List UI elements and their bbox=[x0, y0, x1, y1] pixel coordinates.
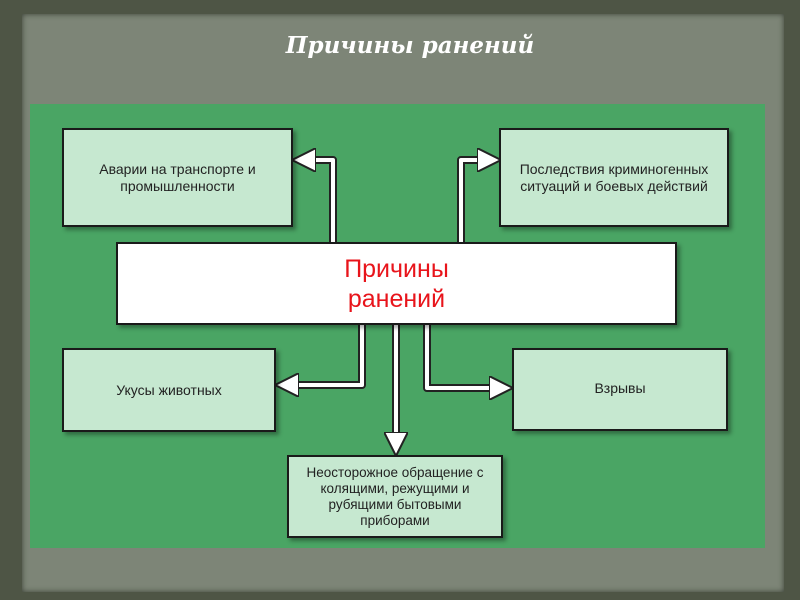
box-household-tools: Неосторожное обращение с колящими, режущ… bbox=[287, 455, 503, 538]
arrow-to-criminal bbox=[459, 160, 493, 243]
box-explosions: Взрывы bbox=[512, 348, 728, 431]
arrow-to-animals bbox=[283, 324, 364, 385]
arrow-to-transport bbox=[300, 160, 335, 243]
arrow-to-explosions bbox=[425, 324, 505, 388]
box-transport-accidents: Аварии на транспорте и промышленности bbox=[62, 128, 293, 227]
box-animal-bites: Укусы животных bbox=[62, 348, 276, 432]
slide-title: Причины ранений bbox=[285, 32, 535, 59]
box-center-causes: Причины ранений bbox=[116, 242, 677, 325]
box-criminal-combat: Последствия криминогенных ситуаций и бое… bbox=[499, 128, 729, 227]
